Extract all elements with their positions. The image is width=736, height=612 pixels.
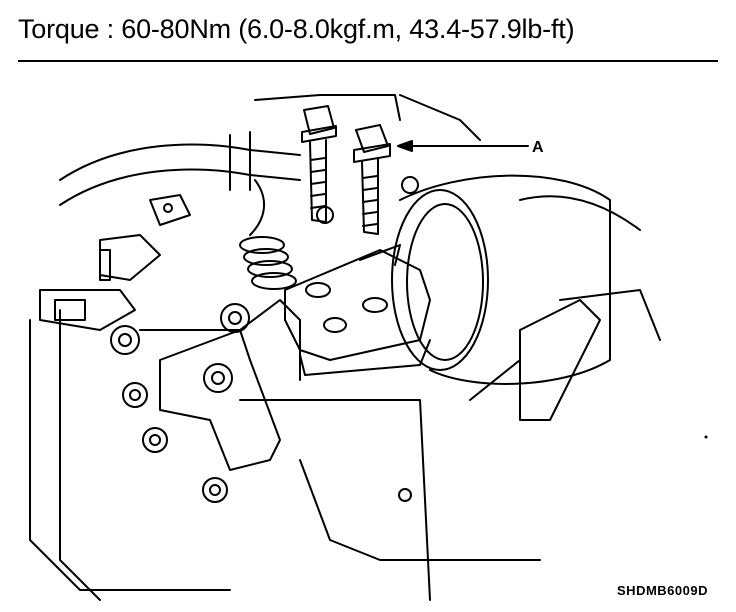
spring-coil: [239, 179, 297, 290]
hex-nuts: [110, 176, 419, 503]
upper-hose: [59, 94, 481, 206]
header-divider: [18, 60, 718, 62]
mount-cylinder: [391, 174, 641, 385]
lower-clamp: [398, 289, 661, 502]
engine-mount-illustration: A: [29, 94, 708, 601]
mounting-bolts: [301, 105, 391, 235]
callout-a-label: A: [532, 139, 544, 156]
figure-code: SHDMB6009D: [617, 583, 708, 598]
mount-bracket: [284, 244, 431, 376]
callout-a-leader: [397, 140, 529, 152]
transmission-housing: [29, 299, 541, 601]
left-bracket: [39, 194, 191, 331]
torque-spec-text: Torque : 60-80Nm (6.0-8.0kgf.m, 43.4-57.…: [18, 14, 575, 44]
torque-header: Torque : 60-80Nm (6.0-8.0kgf.m, 43.4-57.…: [18, 10, 718, 64]
